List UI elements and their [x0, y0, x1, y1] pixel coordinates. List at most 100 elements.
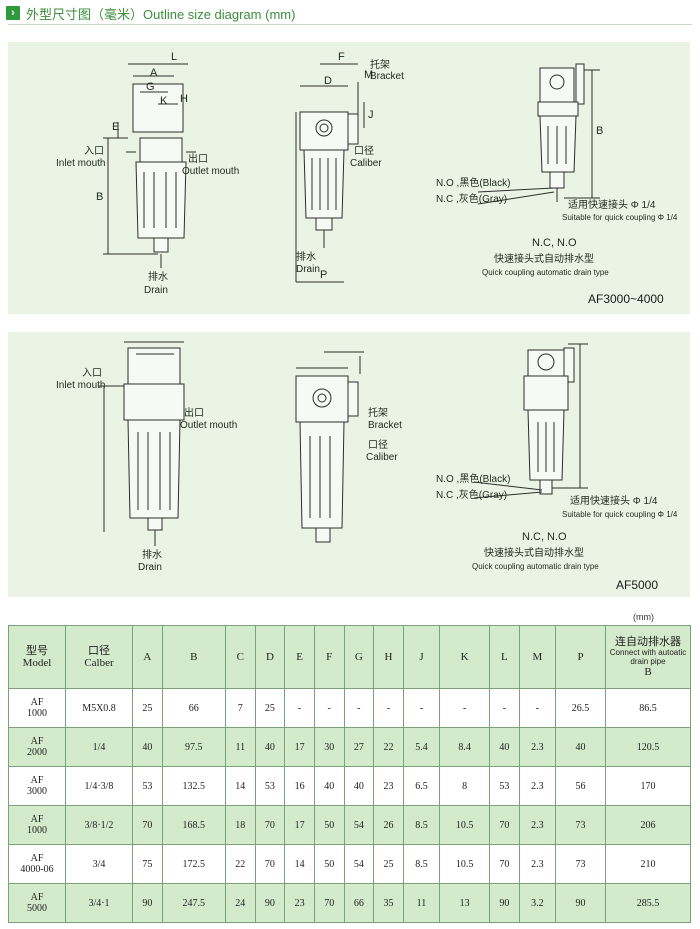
- model-tag-af3000: AF3000~4000: [588, 292, 664, 306]
- cell-auto-drain-b: 86.5: [605, 688, 691, 728]
- inlet-label-cn-2: 入口: [82, 368, 102, 379]
- outlet-label-en-2: Outlet mouth: [180, 420, 238, 431]
- diagram-af3000-drawing: [103, 63, 600, 283]
- drain-label-en-2: Drain: [138, 562, 162, 573]
- cell-model-line1: AF: [30, 736, 44, 747]
- qc-drain-label-en-2: Quick coupling automatic drain type: [472, 562, 599, 571]
- header-col-B: B: [161, 625, 226, 689]
- cell-value: -: [518, 688, 557, 728]
- qc-drain-label-en: Quick coupling automatic drain type: [482, 268, 609, 277]
- cell-model-line2: 4000-06: [20, 864, 54, 875]
- drain2-label-cn: 排水: [296, 252, 316, 263]
- dim-G: G: [146, 81, 155, 93]
- nc-label-2: N.C ,灰色(Gray): [436, 490, 508, 501]
- cell-value: 73: [555, 844, 606, 884]
- cell-value: 22: [224, 844, 256, 884]
- dim-M: M: [364, 69, 374, 81]
- outlet-label-en: Outlet mouth: [182, 166, 240, 177]
- cell-value: 53: [132, 766, 163, 806]
- cell-auto-drain-b: 120.5: [605, 727, 691, 767]
- header-model: 型号 Model: [8, 625, 66, 689]
- cell-value: 2.3: [518, 805, 557, 845]
- cell-value: 24: [224, 883, 256, 923]
- ncno-label-2: N.C, N.O: [522, 531, 567, 543]
- cell-value: 70: [313, 883, 345, 923]
- cell-value: 90: [254, 883, 286, 923]
- caliber-label-en-2: Caliber: [366, 452, 398, 463]
- cell-value: 23: [284, 883, 315, 923]
- cell-value: 56: [555, 766, 606, 806]
- cell-value: 40: [343, 766, 375, 806]
- cell-value: 70: [489, 844, 520, 884]
- cell-value: 6.5: [402, 766, 441, 806]
- cell-value: 17: [284, 727, 315, 767]
- inlet-label-en: Inlet mouth: [56, 158, 106, 169]
- header-col-C: C: [224, 625, 256, 689]
- cell-model-line1: AF: [30, 814, 44, 825]
- cell-model-line1: AF: [30, 697, 44, 708]
- cell-value: 97.5: [161, 727, 226, 767]
- cell-value: 18: [224, 805, 256, 845]
- cell-value: 26: [373, 805, 404, 845]
- cell-model-line2: 1000: [27, 708, 47, 719]
- cell-value: 2.3: [518, 766, 557, 806]
- dim-H: H: [180, 93, 188, 105]
- spec-table: 型号 Model 口径 Calber A B C D E F G H J K L…: [8, 625, 691, 923]
- cell-value: 40: [489, 727, 520, 767]
- caliber-label-cn-2: 口径: [368, 440, 388, 451]
- cell-value: 132.5: [161, 766, 226, 806]
- diagram-panel-af5000: 入口 Inlet mouth 出口 Outlet mouth 排水 Drain …: [8, 332, 690, 597]
- cell-value: 53: [489, 766, 520, 806]
- bracket-label-en: Bracket: [370, 71, 404, 82]
- cell-value: 40: [132, 727, 163, 767]
- header-col-A: A: [132, 625, 163, 689]
- cell-value: 90: [555, 883, 606, 923]
- cell-value: 8.5: [402, 805, 441, 845]
- header-auto-drain-cn: 连自动排水器: [615, 636, 681, 648]
- bracket-label-en-2: Bracket: [368, 420, 402, 431]
- cell-value: 7: [224, 688, 256, 728]
- dim-A: A: [150, 67, 158, 79]
- cell-value: 247.5: [161, 883, 226, 923]
- cell-value: -: [402, 688, 441, 728]
- cell-value: 40: [555, 727, 606, 767]
- cell-value: 168.5: [161, 805, 226, 845]
- cell-value: 13: [439, 883, 491, 923]
- bracket-label-cn-2: 托架: [368, 408, 388, 419]
- header-col-D: D: [254, 625, 286, 689]
- cell-auto-drain-b: 285.5: [605, 883, 691, 923]
- cell-value: 70: [254, 844, 286, 884]
- cell-value: 27: [343, 727, 375, 767]
- cell-value: 50: [313, 844, 345, 884]
- table-header-row: 型号 Model 口径 Calber A B C D E F G H J K L…: [8, 625, 691, 689]
- drain2-label-en: Drain: [296, 264, 320, 275]
- cell-value: 23: [373, 766, 404, 806]
- cell-caliber: 1/4·3/8: [65, 766, 133, 806]
- dim-B: B: [96, 191, 104, 203]
- drain-label-en: Drain: [144, 285, 168, 296]
- header-col-M: M: [518, 625, 557, 689]
- cell-value: 172.5: [161, 844, 226, 884]
- diagram-af5000-drawing: [98, 341, 588, 546]
- drain-label-cn: 排水: [148, 272, 168, 283]
- cell-value: 8: [439, 766, 491, 806]
- ncno-label: N.C, N.O: [532, 237, 577, 249]
- dim-L: L: [171, 51, 178, 63]
- header-caliber-cn: 口径: [88, 645, 110, 657]
- dim-B-right: B: [596, 125, 604, 137]
- outlet-label-cn-2: 出口: [184, 408, 204, 419]
- drain-label-cn-2: 排水: [142, 550, 162, 561]
- cell-caliber: 3/4: [65, 844, 133, 884]
- qc-drain-label-cn: 快速接头式自动排水型: [494, 254, 594, 265]
- header-col-E: E: [284, 625, 315, 689]
- cell-value: 22: [373, 727, 404, 767]
- inlet-label-en-2: Inlet mouth: [56, 380, 106, 391]
